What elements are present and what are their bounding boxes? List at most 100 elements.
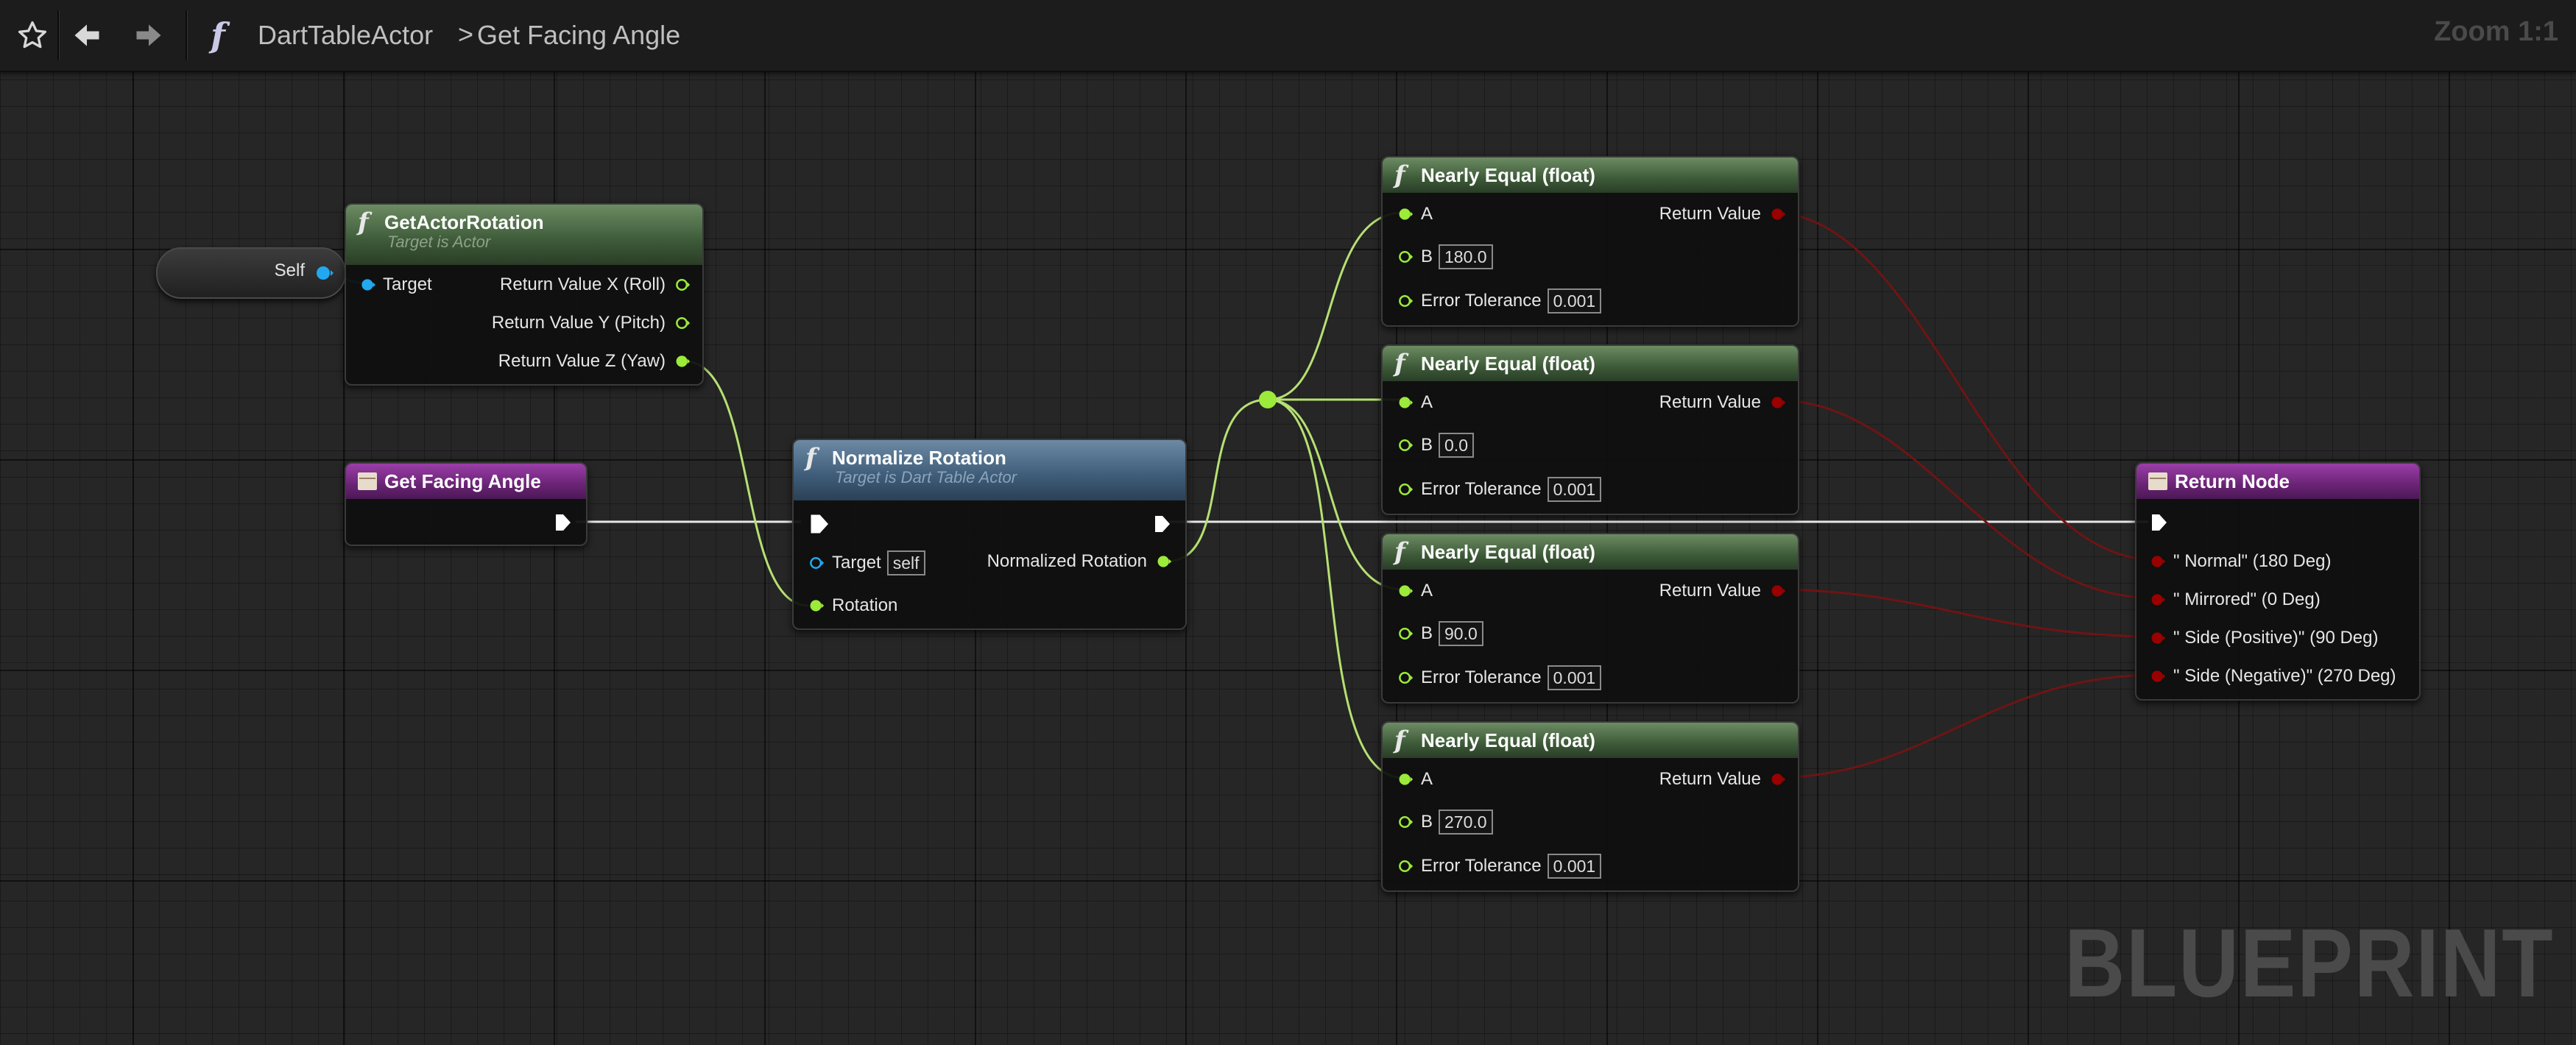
return-value-output-row[interactable]: Return Value (1659, 580, 1786, 602)
b-input-row[interactable]: B 90.0 (1397, 621, 1483, 646)
node-header: f Nearly Equal (float) (1383, 346, 1798, 381)
bool-wire-ret2-to-mirrored (1771, 398, 2158, 600)
node-title: Nearly Equal (float) (1421, 729, 1595, 751)
return-y-output-row[interactable]: Return Value Y (Pitch) (492, 312, 691, 334)
error-tolerance-input-row[interactable]: Error Tolerance 0.001 (1397, 854, 1602, 879)
float-wire-yaw-to-rotation (684, 360, 809, 607)
a-input-row[interactable]: A (1397, 203, 1433, 225)
arrow-left-icon (74, 24, 99, 46)
b-input-row[interactable]: B 270.0 (1397, 810, 1493, 835)
return-x-output-row[interactable]: Return Value X (Roll) (500, 274, 691, 296)
mirrored-output-row[interactable]: " Mirrored" (0 Deg) (2150, 589, 2321, 611)
bool-pin-filled-icon[interactable] (1770, 206, 1786, 222)
return-value-output-row[interactable]: Return Value (1659, 203, 1786, 225)
return-value-label: Return Value (1659, 581, 1761, 601)
b-label: B (1421, 623, 1433, 643)
star-outline-icon (18, 21, 47, 49)
target-input-pin-row[interactable]: Target self (808, 550, 925, 575)
bool-pin-filled-icon[interactable] (1770, 583, 1786, 599)
a-input-row[interactable]: A (1397, 768, 1433, 790)
error-tolerance-input-row[interactable]: Error Tolerance 0.001 (1397, 477, 1602, 502)
return-node[interactable]: Return Node " Normal" (180 Deg) " Mirror… (2135, 462, 2421, 701)
exec-input-pin[interactable] (810, 514, 829, 534)
back-button[interactable] (65, 13, 109, 57)
error-tolerance-value-field[interactable]: 0.001 (1547, 665, 1602, 690)
normalize-rotation-node[interactable]: f Normalize Rotation Target is Dart Tabl… (792, 439, 1187, 630)
function-f-icon: f (358, 208, 369, 237)
target-object-pin-outline-icon[interactable] (808, 555, 825, 571)
float-pin-outline-icon[interactable] (1397, 249, 1414, 265)
breadcrumb-class[interactable]: DartTableActor (258, 20, 434, 50)
float-pin-outline-icon[interactable] (1397, 626, 1414, 642)
normalized-rotation-output-row[interactable]: Normalized Rotation (987, 550, 1172, 573)
b-input-row[interactable]: B 0.0 (1397, 433, 1474, 458)
a-input-row[interactable]: A (1397, 580, 1433, 602)
float-pin-outline-icon[interactable] (1397, 814, 1414, 830)
favorite-button[interactable] (10, 13, 54, 57)
nearly-equal-node-270[interactable]: f Nearly Equal (float) A Return Value B … (1381, 721, 1799, 892)
target-input-pin-row[interactable]: Target (359, 274, 432, 296)
blueprint-watermark: BLUEPRINT (2064, 909, 2554, 1017)
float-pin-outline-icon[interactable] (1397, 670, 1414, 686)
return-value-label: Return Value (1659, 204, 1761, 224)
float-pin-outline-icon[interactable] (674, 315, 691, 331)
nearly-equal-node-180[interactable]: f Nearly Equal (float) A Return Value B … (1381, 156, 1799, 327)
b-value-field[interactable]: 0.0 (1439, 433, 1474, 458)
bool-pin-filled-icon[interactable] (2150, 668, 2166, 684)
side-positive-label: " Side (Positive)" (90 Deg) (2173, 628, 2379, 648)
error-tolerance-value-field[interactable]: 0.001 (1547, 288, 1602, 314)
function-f-icon: f (1394, 726, 1405, 755)
float-pin-outline-icon[interactable] (1397, 858, 1414, 874)
exec-output-pin[interactable] (1153, 514, 1172, 534)
float-wire-knot-to-a1 (1267, 211, 1404, 401)
bool-pin-filled-icon[interactable] (2150, 592, 2166, 608)
error-tolerance-label: Error Tolerance (1421, 291, 1542, 311)
float-pin-outline-icon[interactable] (1397, 437, 1414, 453)
error-tolerance-value-field[interactable]: 0.001 (1547, 477, 1602, 502)
bool-pin-filled-icon[interactable] (1770, 771, 1786, 787)
b-input-row[interactable]: B 180.0 (1397, 244, 1493, 269)
return-value-output-row[interactable]: Return Value (1659, 392, 1786, 414)
reroute-knot[interactable] (1259, 391, 1277, 408)
rotation-input-pin-row[interactable]: Rotation (808, 595, 897, 617)
error-tolerance-input-row[interactable]: Error Tolerance 0.001 (1397, 665, 1602, 690)
float-pin-filled-icon[interactable] (1397, 583, 1414, 599)
float-pin-outline-icon[interactable] (1397, 293, 1414, 309)
float-pin-outline-icon[interactable] (674, 277, 691, 293)
float-pin-filled-icon[interactable] (1397, 771, 1414, 787)
b-label: B (1421, 812, 1433, 832)
return-value-output-row[interactable]: Return Value (1659, 768, 1786, 790)
nearly-equal-node-0[interactable]: f Nearly Equal (float) A Return Value B … (1381, 344, 1799, 515)
get-actor-rotation-node[interactable]: f GetActorRotation Target is Actor Targe… (345, 203, 704, 386)
error-tolerance-value-field[interactable]: 0.001 (1547, 854, 1602, 879)
exec-input-pin[interactable] (2150, 512, 2169, 533)
float-pin-filled-icon[interactable] (1397, 394, 1414, 411)
side-negative-output-row[interactable]: " Side (Negative)" (270 Deg) (2150, 665, 2396, 687)
b-value-field[interactable]: 270.0 (1439, 810, 1493, 835)
self-reference-node[interactable]: Self (156, 247, 346, 299)
bool-pin-filled-icon[interactable] (2150, 553, 2166, 570)
bool-pin-filled-icon[interactable] (2150, 630, 2166, 646)
target-object-pin-icon[interactable] (359, 277, 375, 293)
side-positive-output-row[interactable]: " Side (Positive)" (90 Deg) (2150, 627, 2378, 649)
exec-output-pin[interactable] (554, 512, 573, 533)
float-pin-filled-icon[interactable] (808, 598, 825, 614)
float-pin-outline-icon[interactable] (1397, 481, 1414, 497)
function-entry-node[interactable]: Get Facing Angle (345, 462, 587, 546)
normal-output-row[interactable]: " Normal" (180 Deg) (2150, 550, 2331, 573)
bool-pin-filled-icon[interactable] (1770, 394, 1786, 411)
return-z-output-row[interactable]: Return Value Z (Yaw) (498, 350, 691, 372)
float-pin-filled-icon[interactable] (1397, 206, 1414, 222)
forward-button[interactable] (127, 13, 171, 57)
node-header: f GetActorRotation Target is Actor (346, 205, 702, 265)
error-tolerance-input-row[interactable]: Error Tolerance 0.001 (1397, 288, 1602, 314)
nearly-equal-node-90[interactable]: f Nearly Equal (float) A Return Value B … (1381, 533, 1799, 704)
a-label: A (1421, 204, 1433, 224)
b-value-field[interactable]: 180.0 (1439, 244, 1493, 269)
a-label: A (1421, 392, 1433, 412)
float-pin-filled-icon[interactable] (1156, 553, 1172, 570)
a-input-row[interactable]: A (1397, 392, 1433, 414)
self-output-pin[interactable] (315, 263, 334, 283)
float-pin-filled-icon[interactable] (674, 353, 691, 369)
b-value-field[interactable]: 90.0 (1439, 621, 1483, 646)
